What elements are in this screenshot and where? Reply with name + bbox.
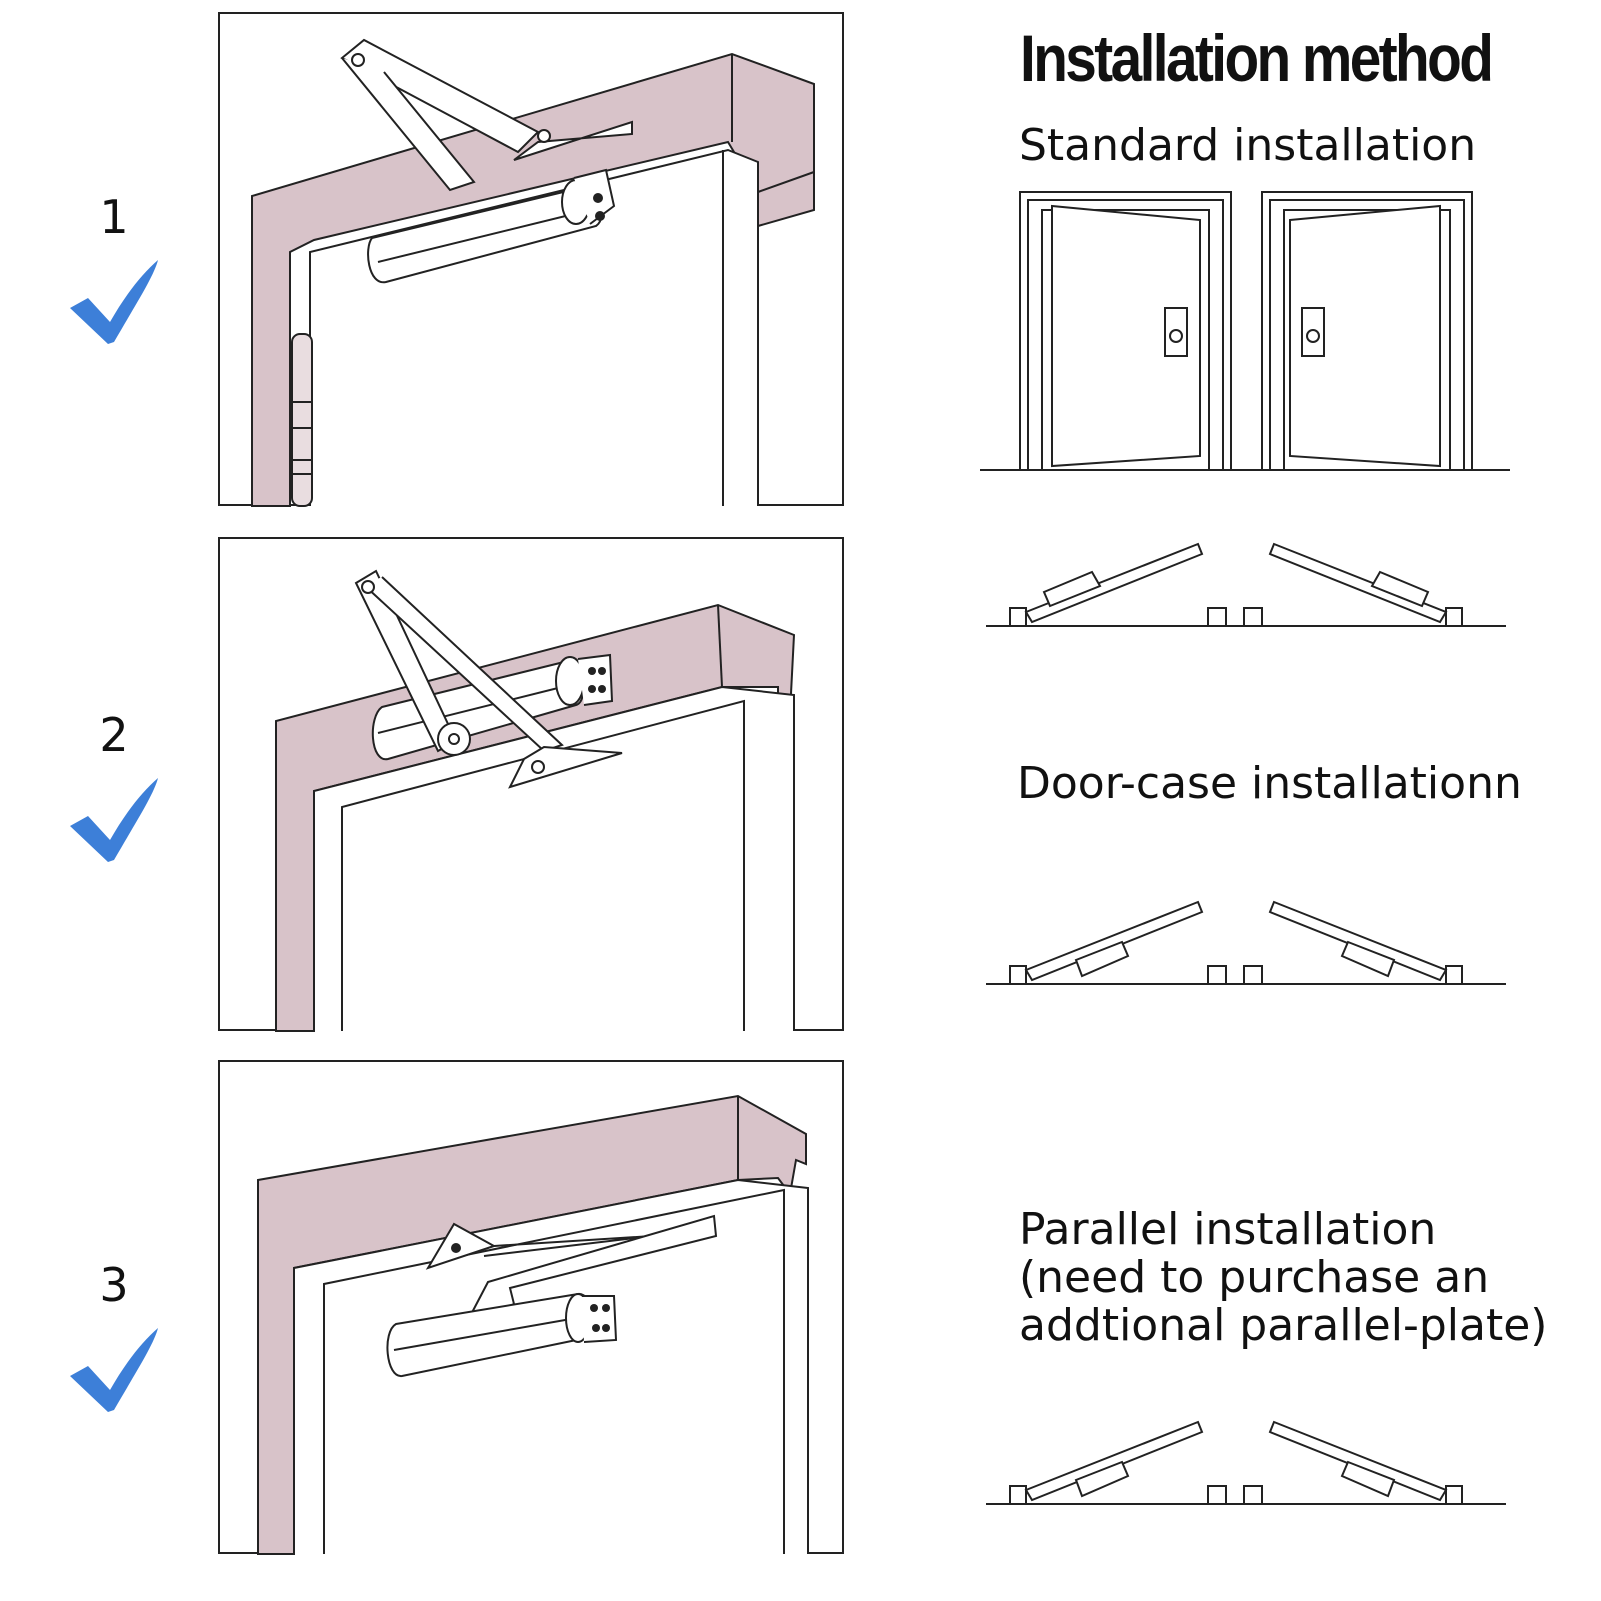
step-number-1: 1	[99, 190, 129, 244]
checkmark-icon	[70, 260, 158, 344]
checkmark-icon	[70, 1328, 158, 1412]
checkmark-icon	[70, 778, 158, 862]
panel-parallel-installation	[218, 1060, 844, 1555]
double-door-front-view	[980, 191, 1510, 471]
step-number-3: 3	[99, 1258, 129, 1312]
caption-parallel-line-1: Parallel installation	[1019, 1204, 1437, 1255]
page-title: Installation method	[1020, 21, 1494, 95]
caption-door-case-installation: Door-case installationn	[1017, 758, 1522, 809]
top-view-door-case	[986, 900, 1506, 985]
caption-parallel-line-2: (need to purchase an	[1019, 1252, 1490, 1303]
caption-parallel-line-3: addtional parallel-plate)	[1019, 1300, 1548, 1351]
top-view-parallel	[986, 1420, 1506, 1505]
top-view-standard	[986, 542, 1506, 627]
caption-standard-installation: Standard installation	[1019, 120, 1477, 171]
panel-standard-installation	[218, 12, 844, 507]
caption-parallel-installation: Parallel installation (need to purchase …	[1019, 1206, 1547, 1350]
step-number-2: 2	[99, 708, 129, 762]
panel-door-case-installation	[218, 537, 844, 1032]
